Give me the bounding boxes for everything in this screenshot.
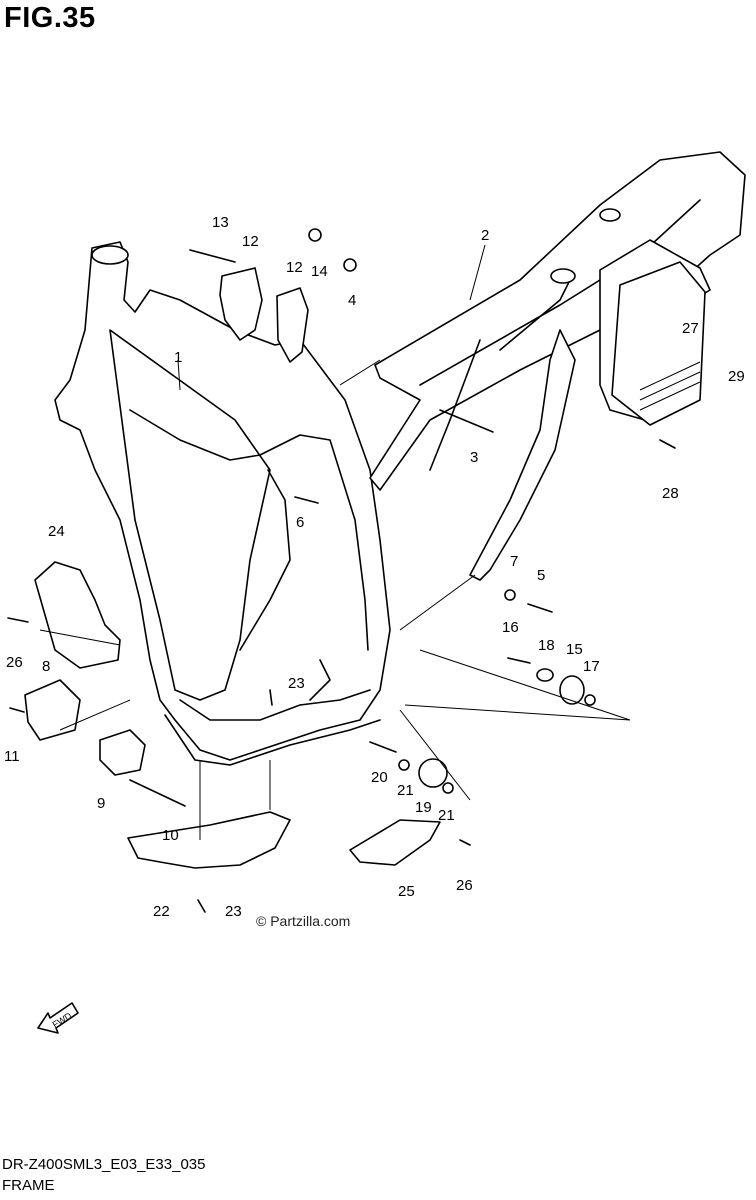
callout-18: 18 <box>538 637 555 654</box>
skid-plate <box>127 811 291 869</box>
guard-25 <box>349 819 441 866</box>
callout-9: 9 <box>97 795 105 812</box>
callout-24: 24 <box>48 523 65 540</box>
bracket-8 <box>24 679 81 741</box>
callout-8: 8 <box>42 658 50 675</box>
shroud-cover <box>34 561 121 669</box>
fasteners <box>7 228 676 913</box>
callout-14: 14 <box>311 263 328 280</box>
bushing-15 <box>559 675 585 705</box>
callout-27: 27 <box>682 320 699 337</box>
callout-20: 20 <box>371 769 388 786</box>
callout-22: 22 <box>153 903 170 920</box>
spacer-18 <box>536 668 554 682</box>
callout-13: 13 <box>212 214 229 231</box>
callout-11: 11 <box>4 748 20 765</box>
leader-lines <box>39 244 631 840</box>
frame-exploded-diagram: FWD 1 2 3 4 5 6 7 8 9 10 11 12 12 13 14 … <box>4 151 746 1034</box>
figure-title: FIG.35 <box>4 2 96 34</box>
bracket-9 <box>99 729 146 776</box>
callout-25: 25 <box>398 883 415 900</box>
main-frame <box>54 241 391 766</box>
callout-16: 16 <box>502 619 519 636</box>
callout-1: 1 <box>174 349 182 366</box>
callout-29: 29 <box>728 368 745 385</box>
callout-21b: 21 <box>438 807 455 824</box>
callout-5: 5 <box>537 567 545 584</box>
fwd-arrow: FWD <box>37 1002 79 1034</box>
callout-12a: 12 <box>242 233 259 250</box>
ecu-and-holder <box>599 239 711 426</box>
callout-4: 4 <box>348 292 356 309</box>
callout-12b: 12 <box>286 259 303 276</box>
bushing-19 <box>418 758 448 788</box>
model-code: DR-Z400SML3_E03_E33_035 <box>2 1156 206 1173</box>
callout-19: 19 <box>415 799 432 816</box>
callout-26b: 26 <box>456 877 473 894</box>
engine-brackets <box>219 267 309 363</box>
callout-10: 10 <box>162 827 179 844</box>
callout-23a: 23 <box>288 675 305 692</box>
callout-21a: 21 <box>397 782 414 799</box>
callout-7: 7 <box>510 553 518 570</box>
callout-28: 28 <box>662 485 679 502</box>
callout-2: 2 <box>481 227 489 244</box>
callout-23b: 23 <box>225 903 242 920</box>
partzilla-watermark: © Partzilla.com <box>256 913 351 929</box>
callout-15: 15 <box>566 641 583 658</box>
callout-17: 17 <box>583 658 600 675</box>
callout-26a: 26 <box>6 654 23 671</box>
callout-6: 6 <box>296 514 304 531</box>
figure-caption: FRAME <box>2 1177 55 1194</box>
callout-3: 3 <box>470 449 478 466</box>
